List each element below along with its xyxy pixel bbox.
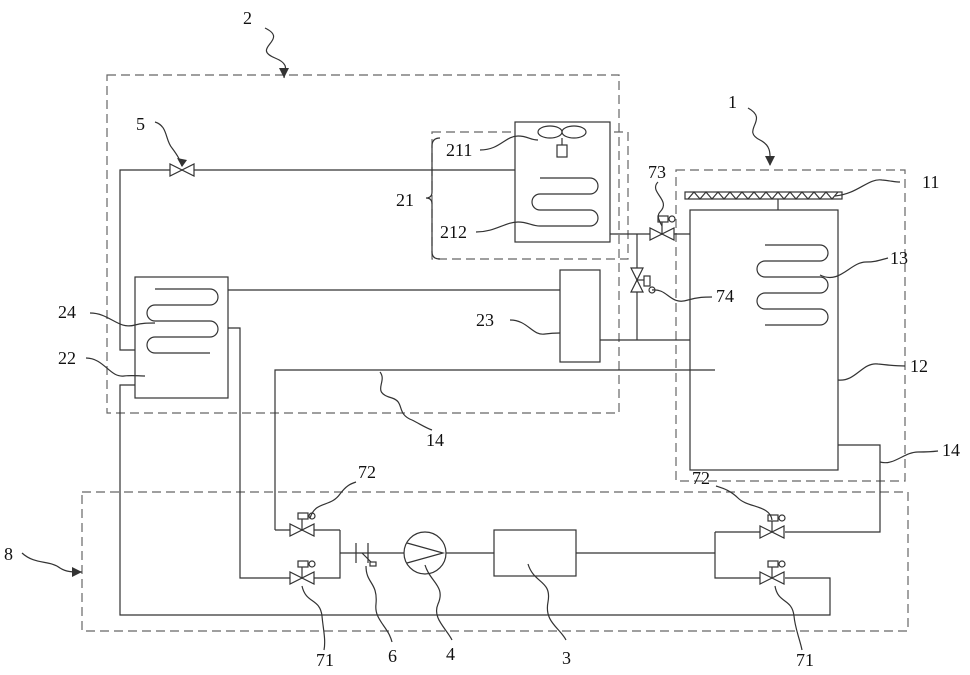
- label-71-right: 71: [796, 650, 814, 670]
- label-72-left: 72: [358, 462, 376, 482]
- label-21: 21: [396, 190, 414, 210]
- solenoid-valve-74: [631, 268, 655, 293]
- label-11: 11: [922, 172, 939, 192]
- label-4: 4: [446, 644, 455, 664]
- label-12: 12: [910, 356, 928, 376]
- solenoid-valve-72-right: [760, 515, 785, 538]
- label-212: 212: [440, 222, 467, 242]
- pump-4: [404, 532, 446, 574]
- solenoid-valve-72-left: [290, 513, 315, 536]
- label-23: 23: [476, 310, 494, 330]
- component-23-box: [560, 270, 600, 362]
- label-22: 22: [58, 348, 76, 368]
- label-3: 3: [562, 648, 571, 668]
- label-211: 211: [446, 140, 472, 160]
- component-3-box: [494, 530, 576, 576]
- solenoid-valve-71-right: [760, 561, 785, 584]
- collector-11: [685, 192, 842, 210]
- label-14-right: 14: [942, 440, 960, 460]
- label-14-left: 14: [426, 430, 444, 450]
- label-8: 8: [4, 544, 13, 564]
- solenoid-valve-73: [650, 216, 675, 240]
- filter-6: [356, 543, 376, 566]
- label-73: 73: [648, 162, 666, 182]
- label-2: 2: [243, 8, 252, 28]
- label-71-left: 71: [316, 650, 334, 670]
- tank-12: [690, 210, 838, 470]
- label-74: 74: [716, 286, 734, 306]
- heat-exchanger-22: [135, 277, 228, 398]
- label-72-right: 72: [692, 468, 710, 488]
- brace-21: [426, 138, 440, 259]
- label-24: 24: [58, 302, 76, 322]
- label-13: 13: [890, 248, 908, 268]
- label-1: 1: [728, 92, 737, 112]
- label-5: 5: [136, 114, 145, 134]
- solenoid-valve-71-left: [290, 561, 315, 584]
- label-6: 6: [388, 646, 397, 666]
